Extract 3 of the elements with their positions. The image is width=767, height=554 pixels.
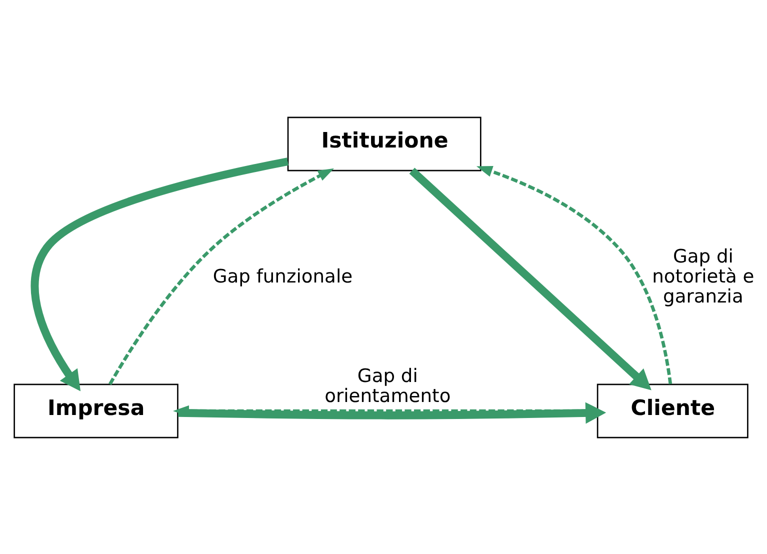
edge-label: Gap funzionale bbox=[212, 266, 352, 287]
edge-label: Gap di orientamento bbox=[324, 366, 450, 406]
edge-label: Gap di notorietà e garanzia bbox=[652, 246, 754, 307]
